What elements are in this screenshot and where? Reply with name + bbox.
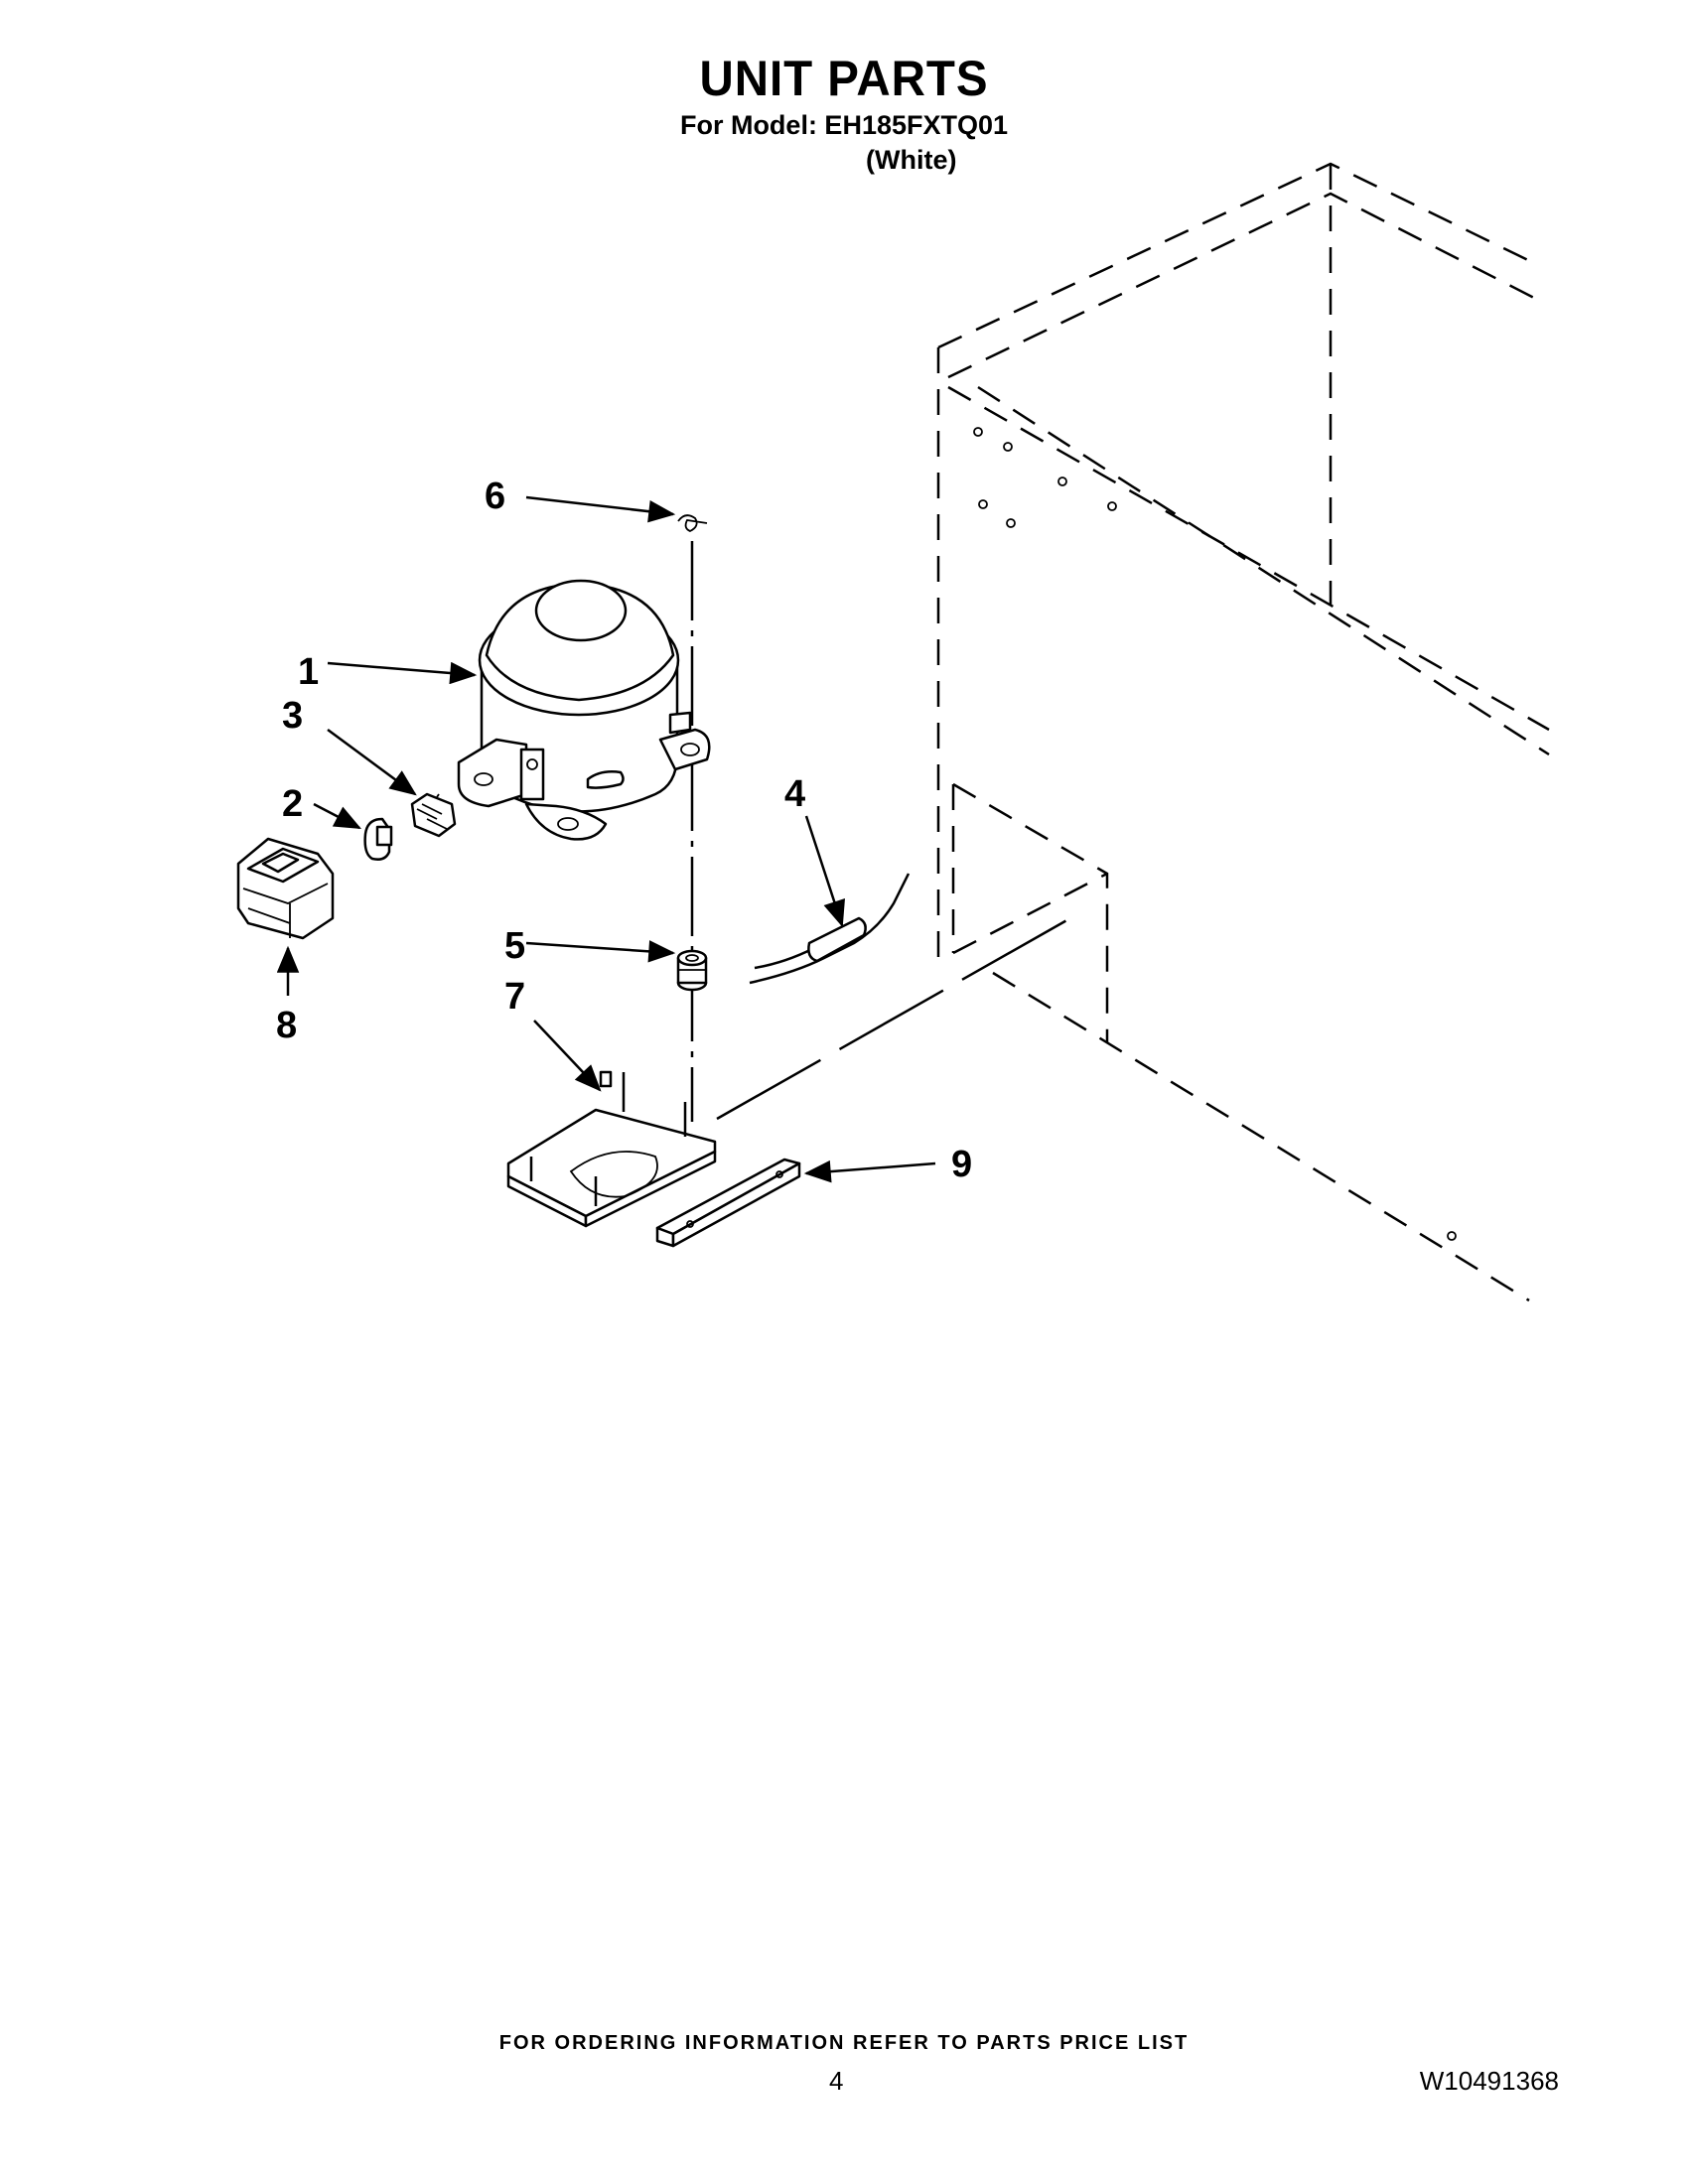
start-relay: [236, 837, 335, 940]
document-number: W10491368: [1419, 2066, 1559, 2096]
callout-2: 2: [282, 783, 303, 825]
callout-1: 1: [298, 651, 319, 693]
bracket: [655, 1158, 801, 1248]
compressor: [457, 579, 711, 841]
relay-clip: [363, 817, 393, 861]
grommet: [676, 949, 708, 992]
callout-4: 4: [784, 773, 805, 815]
model-line: For Model: EH185FXTQ01: [679, 110, 1009, 140]
leader-lines: [276, 495, 936, 1183]
wire-clip: [677, 514, 708, 532]
callout-3: 3: [282, 695, 303, 737]
callout-7: 7: [504, 976, 525, 1018]
cabinet-outline: [936, 162, 1550, 1302]
model-color: (White): [866, 145, 957, 175]
callout-9: 9: [951, 1144, 972, 1185]
callout-6: 6: [485, 476, 505, 517]
overload-connector: [410, 792, 457, 838]
mounting-plate: [506, 1070, 717, 1228]
drier-tube: [749, 873, 911, 985]
callout-8: 8: [276, 1005, 297, 1046]
base-dashed-guide: [716, 916, 1071, 1121]
page-title: UNIT PARTS: [699, 51, 989, 106]
callout-5: 5: [504, 925, 525, 967]
page-number: 4: [829, 2066, 844, 2096]
ordering-note: FOR ORDERING INFORMATION REFER TO PARTS …: [498, 2032, 1190, 2054]
